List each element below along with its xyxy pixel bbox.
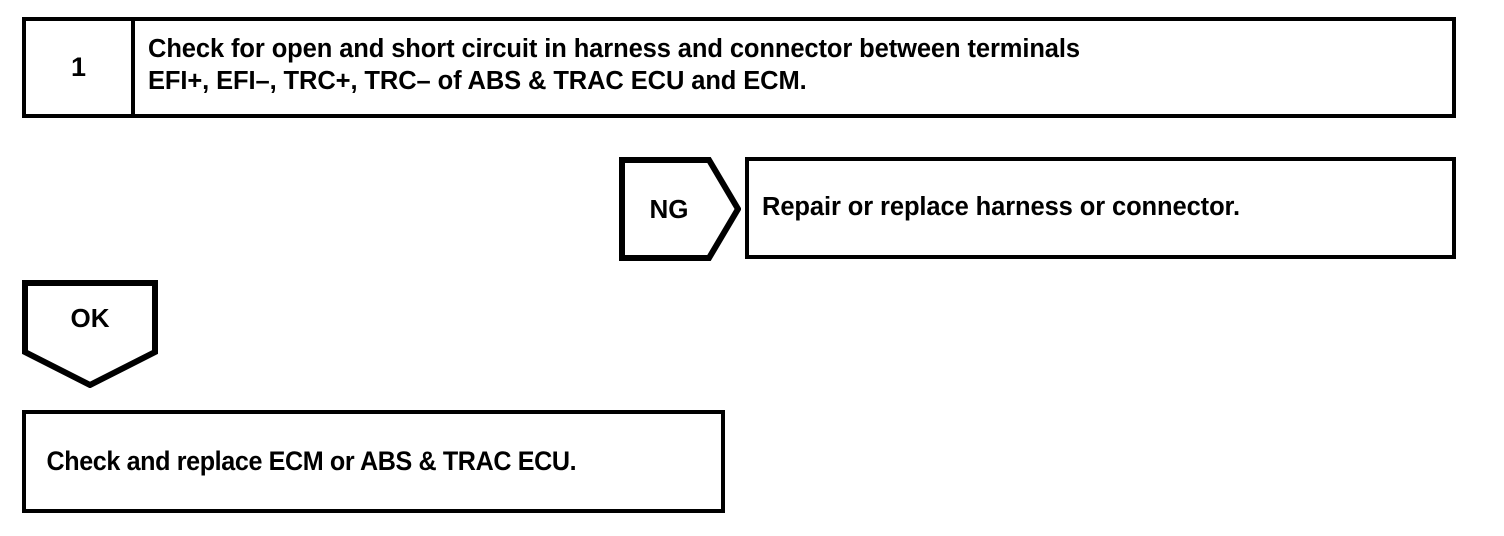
step-row: 1 Check for open and short circuit in ha… — [22, 17, 1456, 118]
step-number: 1 — [70, 52, 87, 82]
ng-arrow-icon — [619, 157, 741, 261]
ok-outcome-text: Check and replace ECM or ABS & TRAC ECU. — [46, 445, 577, 476]
ok-branch-arrow: OK — [22, 280, 158, 388]
ng-branch-arrow: NG — [619, 157, 741, 261]
step-instruction-cell: Check for open and short circuit in harn… — [135, 21, 1452, 114]
ok-label: OK — [70, 302, 110, 333]
step-number-cell: 1 — [26, 21, 135, 114]
ok-outcome-box: Check and replace ECM or ABS & TRAC ECU. — [22, 410, 725, 513]
ng-label: NG — [649, 193, 689, 224]
ng-outcome-box: Repair or replace harness or connector. — [745, 157, 1456, 259]
step-instruction-text: Check for open and short circuit in harn… — [148, 35, 1080, 95]
ng-outcome-text: Repair or replace harness or connector. — [762, 193, 1240, 222]
ok-arrow-icon — [22, 280, 158, 388]
